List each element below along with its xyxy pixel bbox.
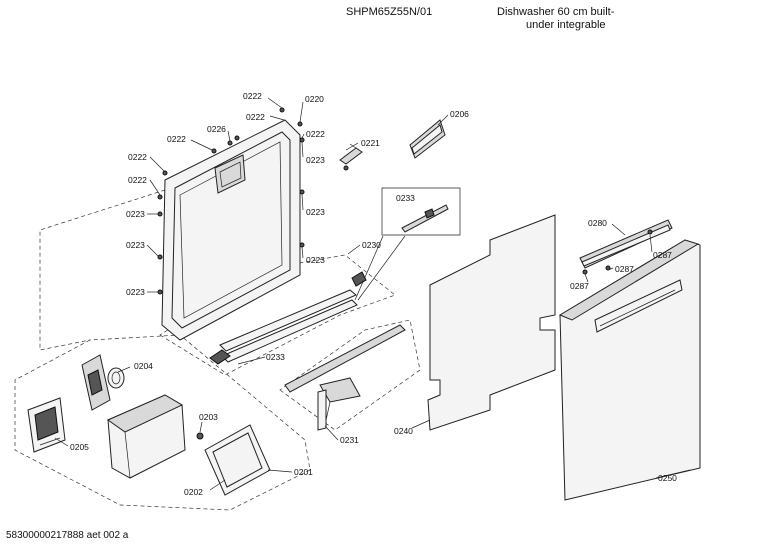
hinge-bracket <box>339 143 363 171</box>
part-label-0222: 0222 <box>246 112 265 122</box>
part-label-0222: 0222 <box>306 129 325 139</box>
door-handle-bar <box>579 219 673 275</box>
part-label-0231: 0231 <box>340 435 359 445</box>
control-module <box>81 354 125 411</box>
part-label-0221: 0221 <box>361 138 380 148</box>
part-label-0201: 0201 <box>294 467 313 477</box>
bottom-assembly-outline <box>14 334 311 511</box>
outer-door-panel <box>427 214 556 431</box>
part-label-0223: 0223 <box>306 155 325 165</box>
part-label-0223: 0223 <box>306 207 325 217</box>
leader-lines <box>54 97 691 491</box>
model-number: SHPM65Z55N/01 <box>346 6 433 18</box>
part-label-0220: 0220 <box>305 94 324 104</box>
part-label-0223: 0223 <box>126 209 145 219</box>
part-label-0226: 0226 <box>207 124 226 134</box>
front-door-panel <box>558 239 701 501</box>
screw-icons <box>157 107 305 295</box>
part-label-0202: 0202 <box>184 487 203 497</box>
part-label-0222: 0222 <box>243 91 262 101</box>
inner-door-frame <box>161 119 301 341</box>
detail-box <box>354 187 461 301</box>
part-label-0230: 0230 <box>362 240 381 250</box>
part-label-0222: 0222 <box>128 152 147 162</box>
electronic-box <box>106 394 204 479</box>
part-label-0205: 0205 <box>70 442 89 452</box>
part-label-0223: 0223 <box>126 287 145 297</box>
description-line-1: Dishwasher 60 cm built- <box>497 6 615 18</box>
door-seal-group-outline <box>39 189 166 351</box>
part-label-0204: 0204 <box>134 361 153 371</box>
inspection-window-frame <box>204 424 271 496</box>
part-label-0233: 0233 <box>396 193 415 203</box>
part-label-0223: 0223 <box>306 255 325 265</box>
part-label-0223: 0223 <box>126 240 145 250</box>
part-label-0287: 0287 <box>653 250 672 260</box>
part-label-0250: 0250 <box>658 473 677 483</box>
part-label-0222: 0222 <box>167 134 186 144</box>
cover-plate <box>409 119 446 159</box>
display-panel <box>27 397 66 453</box>
part-label-0240: 0240 <box>394 426 413 436</box>
part-label-0203: 0203 <box>199 412 218 422</box>
description-line-2: under integrable <box>526 19 606 31</box>
lower-rail-outline <box>279 319 421 431</box>
part-label-0280: 0280 <box>588 218 607 228</box>
document-code: 58300000217888 aet 002 a <box>6 530 129 541</box>
door-rails <box>209 271 406 431</box>
part-label-0222: 0222 <box>128 175 147 185</box>
part-label-0206: 0206 <box>450 109 469 119</box>
part-label-0287: 0287 <box>570 281 589 291</box>
part-label-0287: 0287 <box>615 264 634 274</box>
part-label-0233: 0233 <box>266 352 285 362</box>
